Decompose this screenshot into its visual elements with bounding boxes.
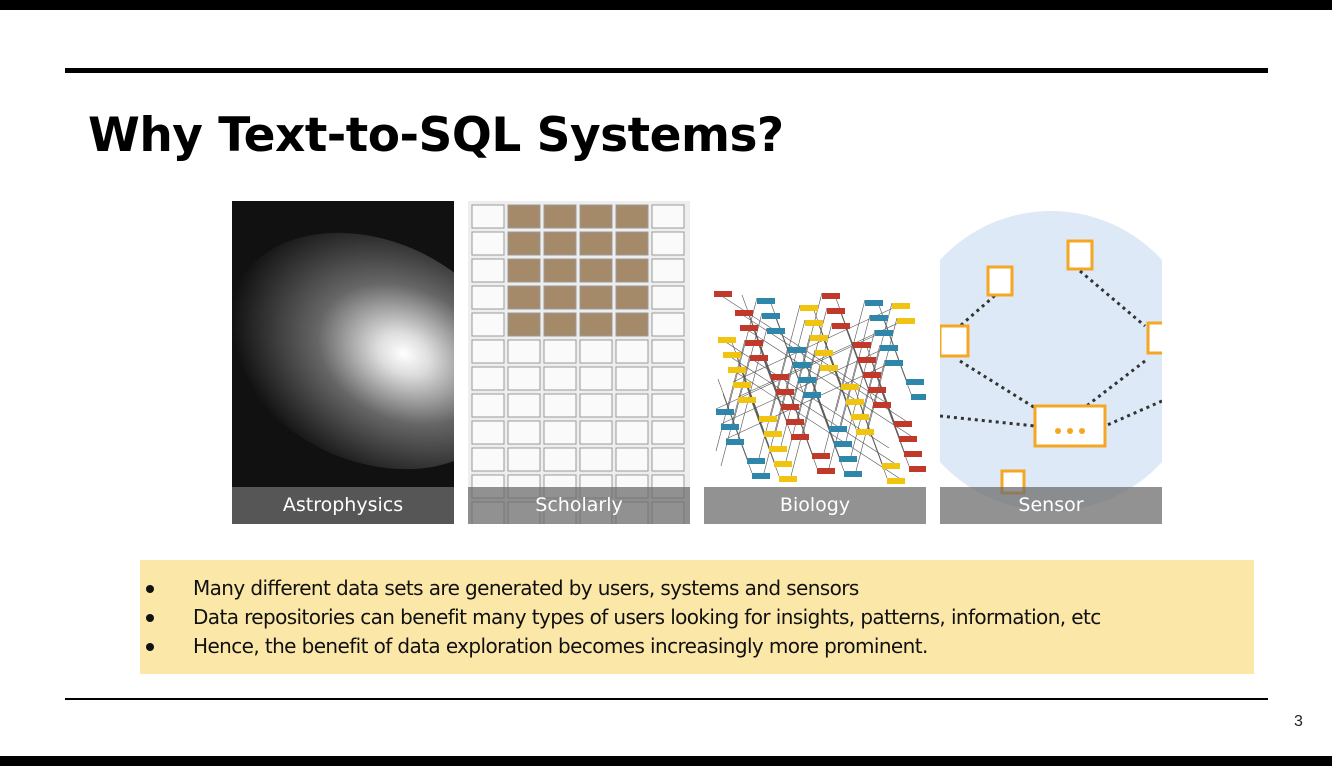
bottom-frame-bar	[0, 756, 1332, 766]
bullet-item: Hence, the benefit of data exploration b…	[140, 632, 1101, 661]
panel-astrophysics: Astrophysics	[232, 201, 454, 524]
bullet-item: Data repositories can benefit many types…	[140, 603, 1101, 632]
panel-sensor: Sensor	[940, 201, 1162, 524]
bullet-text: Data repositories can benefit many types…	[193, 605, 1101, 629]
bullet-icon	[146, 585, 154, 593]
bullet-box: Many different data sets are generated b…	[140, 560, 1254, 674]
sensor-network-image	[940, 211, 1162, 511]
panel-label: Biology	[704, 487, 926, 524]
panel-scholarly: Scholarly	[468, 201, 690, 524]
network-graph-image	[713, 290, 926, 484]
slide-title: Why Text-to-SQL Systems?	[88, 108, 784, 163]
top-divider	[65, 68, 1268, 73]
bottom-divider	[65, 698, 1268, 700]
document-grid-image	[471, 204, 685, 524]
bullet-text: Many different data sets are generated b…	[193, 576, 859, 600]
bullet-text: Hence, the benefit of data exploration b…	[193, 634, 928, 658]
panel-label: Scholarly	[468, 487, 690, 524]
panel-label: Sensor	[940, 487, 1162, 524]
panel-biology: Biology	[704, 201, 926, 524]
bullet-item: Many different data sets are generated b…	[140, 574, 1101, 603]
bullet-icon	[146, 614, 154, 622]
bullet-list: Many different data sets are generated b…	[140, 574, 1101, 661]
galaxy-image	[232, 232, 454, 470]
top-frame-bar	[0, 0, 1332, 10]
page-number: 3	[1294, 713, 1303, 730]
bullet-icon	[146, 643, 154, 651]
panel-label: Astrophysics	[232, 487, 454, 524]
